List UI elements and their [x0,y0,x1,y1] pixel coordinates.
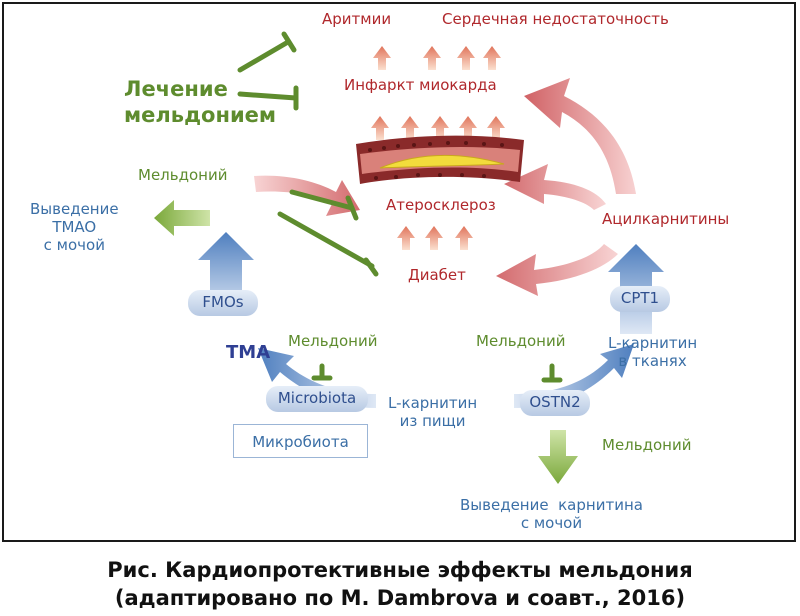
small-arrows-middle-row [371,116,505,140]
label-heart-failure: Сердечная недостаточность [442,10,669,28]
pill-ostn2: OSTN2 [520,390,590,416]
pill-microbiota: Microbiota [266,386,368,412]
label-arrhythmia: Аритмии [322,10,392,28]
label-l-carnitine-tissues: L-карнитин в тканях [608,334,698,370]
red-arrow-left [254,175,360,216]
label-myocardial-infarction: Инфаркт миокарда [344,76,497,94]
small-arrows-bottom-row [397,226,473,250]
label-carnitine-excretion: Выведение карнитина с мочой [460,496,643,532]
red-curved-arrow-upper [524,78,636,194]
pill-fmos: FMOs [188,290,258,316]
label-diabetes: Диабет [408,266,466,284]
red-curved-arrow-lower [496,244,618,296]
green-arrow-carnitine [538,430,578,484]
label-atherosclerosis: Атеросклероз [386,196,496,214]
label-tmao-excretion: Выведение TMAO с мочой [30,200,119,254]
figure-caption: Рис. Кардиопротективные эффекты мельдони… [0,556,800,612]
small-arrows-top-row [373,46,501,70]
red-curved-arrow-middle [504,164,606,210]
label-meldonium-microbiota: Мельдоний [288,332,378,350]
label-meldonium-ostn2: Мельдоний [476,332,566,350]
label-acylcarnitines: Ацилкарнитины [602,210,730,228]
label-meldonium-top: Мельдоний [138,166,228,184]
pill-cpt1: CPT1 [610,286,670,312]
label-treatment-title: Лечение мельдонием [124,77,277,128]
green-arrow-tmao [154,200,210,236]
label-meldonium-excretion: Мельдоний [602,436,692,454]
box-microbiota: Микробиота [233,424,368,458]
caption-line-1: Рис. Кардиопротективные эффекты мельдони… [107,558,693,582]
caption-line-2: (адаптировано по M. Dambrova и соавт., 2… [114,586,686,610]
artery-plaque-illustration [356,135,524,184]
inhibition-lines [237,31,563,383]
label-tma: TMA [226,342,271,363]
diagram-frame: Аритмии Сердечная недостаточность Инфарк… [2,2,796,542]
label-l-carnitine-food: L-карнитин из пищи [388,394,478,430]
